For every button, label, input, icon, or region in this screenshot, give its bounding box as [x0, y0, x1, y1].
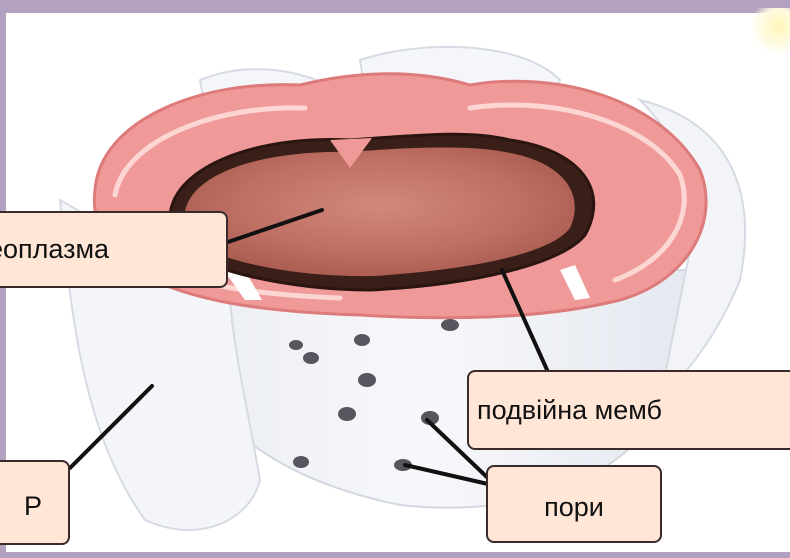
- label-pores: пори: [486, 465, 662, 543]
- pore: [289, 340, 303, 350]
- label-nucleoplasm: еоплазма: [0, 211, 228, 288]
- label-double-membrane: подвійна мемб: [467, 370, 790, 450]
- label-er: Р: [0, 460, 70, 545]
- pore: [303, 352, 319, 364]
- label-er-text: Р: [24, 493, 42, 520]
- pore: [293, 456, 309, 468]
- label-nucleoplasm-text: еоплазма: [0, 236, 109, 263]
- label-pores-text: пори: [544, 494, 604, 521]
- pore: [441, 319, 459, 331]
- pore: [354, 334, 370, 346]
- label-double-membrane-text: подвійна мемб: [477, 397, 662, 424]
- pore: [338, 407, 356, 421]
- pore: [358, 373, 376, 387]
